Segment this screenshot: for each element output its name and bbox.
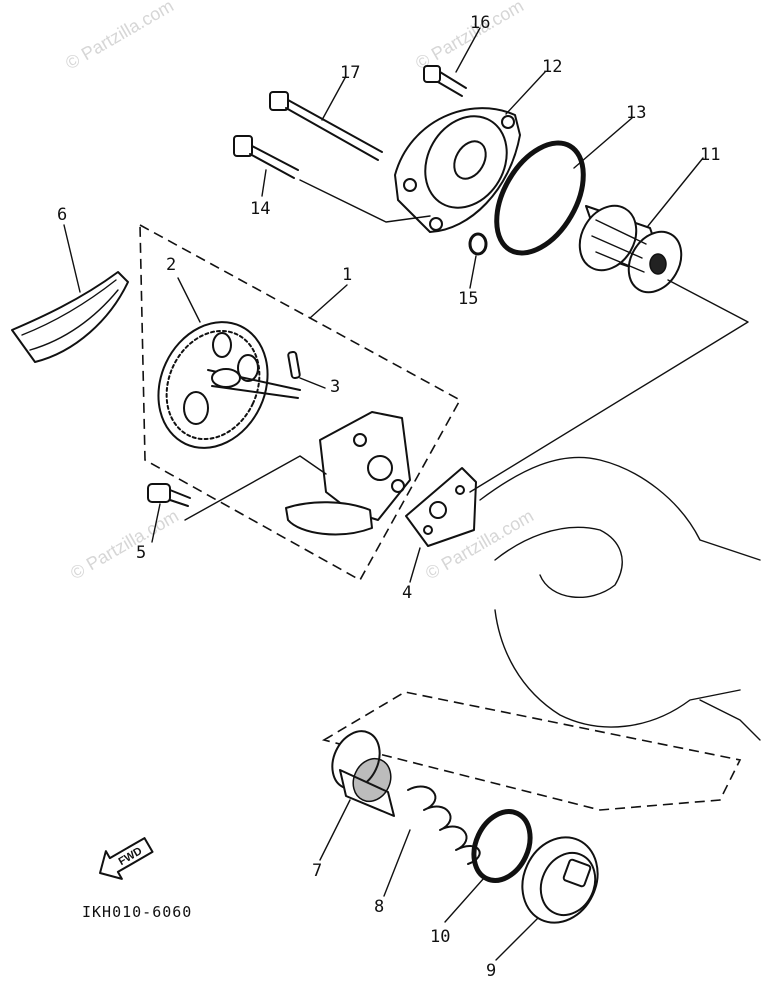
part-5-bolt [147, 483, 191, 507]
label-part-4: 4 [402, 583, 412, 603]
part-2-gear [157, 321, 301, 449]
part-6-cover [11, 271, 129, 363]
part-7-strainer [331, 730, 395, 817]
label-part-12: 12 [542, 57, 562, 77]
label-part-9: 9 [486, 961, 496, 981]
part-4-gasket [405, 467, 477, 547]
part-12-filter-cover [394, 107, 521, 233]
label-part-16: 16 [470, 13, 490, 33]
label-part-14: 14 [250, 199, 270, 219]
label-part-17: 17 [340, 63, 360, 83]
label-part-13: 13 [626, 103, 646, 123]
strainer-assembly-outline [321, 691, 742, 811]
part-16-bolt [423, 65, 467, 97]
oil-pump-assembly-outline [139, 223, 462, 582]
engine-case [479, 456, 761, 741]
part-8-spring [407, 785, 481, 865]
part-11-filter-element [578, 204, 683, 294]
label-part-2: 2 [166, 255, 176, 275]
part-14-bolt [233, 135, 299, 179]
label-part-15: 15 [458, 289, 478, 309]
label-part-10: 10 [430, 927, 450, 947]
watermark-1: © Partzilla.com [62, 0, 177, 73]
label-part-5: 5 [136, 543, 146, 563]
part-17-bolt [269, 91, 383, 161]
watermark-2: © Partzilla.com [412, 0, 527, 73]
watermark-3: © Partzilla.com [67, 505, 182, 583]
fwd-arrow-icon: FWD [99, 837, 154, 880]
label-part-3: 3 [330, 377, 340, 397]
part-10-o-ring [471, 809, 533, 883]
guide-line-14 [299, 179, 431, 223]
pump-body [285, 411, 411, 536]
leader-lines [63, 27, 704, 961]
label-part-1: 1 [342, 265, 352, 285]
part-9-drain-plug [521, 836, 599, 924]
label-part-11: 11 [700, 145, 720, 165]
label-part-7: 7 [312, 861, 322, 881]
label-part-8: 8 [374, 897, 384, 917]
guide-line-5 [184, 455, 327, 521]
guide-line-11 [469, 279, 749, 493]
part-13-o-ring [494, 140, 586, 256]
part-3-pin [287, 350, 301, 380]
part-15-o-ring [468, 232, 488, 256]
label-part-6: 6 [57, 205, 67, 225]
diagram-code: IKH010-6060 [82, 903, 192, 921]
